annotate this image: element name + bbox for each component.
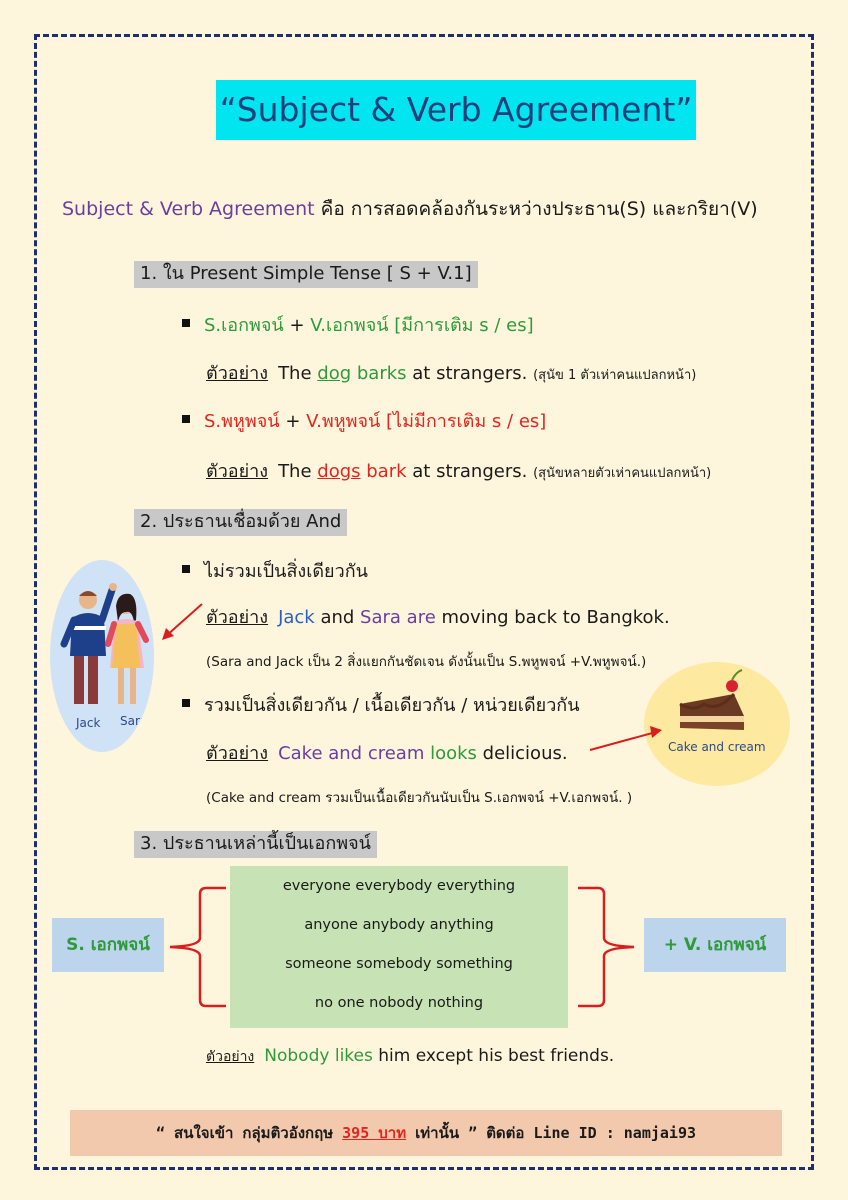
example-subject: Nobody (264, 1046, 330, 1066)
section-3-heading: 3. ประธานเหล่านี้เป็นเอกพจน์ (134, 828, 377, 858)
example-rest: delicious. (476, 743, 568, 764)
people-icon (60, 583, 149, 704)
example-verb: likes (329, 1046, 373, 1066)
arrow-icon (589, 726, 662, 751)
jack-sara-illustration: Jack Sara (50, 560, 154, 752)
definition-term: Subject & Verb Agreement (62, 198, 315, 220)
singular-subject-box: S. เอกพจน์ (52, 918, 164, 972)
pronoun-row: anyone anybody anything (304, 917, 494, 933)
example-label: ตัวอย่าง (206, 743, 269, 764)
cake-illustration: Cake and cream (644, 662, 790, 786)
section-1-example-plural: ตัวอย่าง The dogs bark at strangers. (สุน… (206, 456, 711, 485)
section-2-bullet-separate: ไม่รวมเป็นสิ่งเดียวกัน (182, 556, 368, 585)
section-2-example-separate: ตัวอย่าง Jack and Sara are moving back to… (206, 602, 670, 631)
promo-post: เท่านั้น ” ติดต่อ Line ID : namjai93 (406, 1124, 697, 1142)
example-note: (สุนัขหลายตัวเห่าคนแปลกหน้า) (533, 466, 712, 481)
example-rest: at strangers. (406, 461, 534, 482)
example-rest: at strangers. (406, 363, 534, 384)
pronoun-row: someone somebody something (285, 956, 513, 972)
bullet-text: รวมเป็นสิ่งเดียวกัน / เนื้อเดียวกัน / หน… (204, 695, 580, 716)
example-rest: him except his best friends. (372, 1046, 615, 1066)
arrow-icon (162, 603, 203, 640)
section-1-heading: 1. ใน Present Simple Tense [ S + V.1] (134, 258, 478, 288)
square-bullet-icon (182, 319, 190, 327)
singular-verb: V.เอกพจน์ [มีการเติม s / es] (310, 315, 534, 336)
example-label: ตัวอย่าง (206, 461, 269, 482)
cake-caption: Cake and cream (668, 740, 766, 754)
section-2-heading: 2. ประธานเชื่อมด้วย And (134, 506, 348, 536)
section-2-note-combined: (Cake and cream รวมเป็นเนื้อเดียวกันนับเ… (206, 790, 633, 806)
example-article: The (278, 363, 318, 384)
example-note: (สุนัข 1 ตัวเห่าคนแปลกหน้า) (533, 368, 697, 383)
section-2-example-combined: ตัวอย่าง Cake and cream looks delicious. (206, 738, 568, 767)
square-bullet-icon (182, 415, 190, 423)
singular-verb-box: + V. เอกพจน์ (644, 918, 786, 972)
pronoun-row: no one nobody nothing (314, 995, 484, 1011)
example-verb: bark (360, 461, 407, 482)
indefinite-pronoun-box: everyone everybody everything anyone any… (230, 866, 568, 1028)
plural-verb: V.พหูพจน์ [ไม่มีการเติม s / es] (306, 411, 547, 432)
plus-sign: + (283, 315, 311, 336)
right-bracket-icon (578, 886, 635, 1008)
example-label: ตัวอย่าง (206, 607, 269, 628)
example-and: and (314, 607, 361, 628)
square-bullet-icon (182, 699, 190, 707)
square-bullet-icon (182, 565, 190, 573)
example-subject: dog (317, 363, 352, 384)
left-bracket-icon (169, 886, 226, 1008)
example-verb: barks (351, 363, 407, 384)
section-2-heading-text: 2. ประธานเชื่อมด้วย And (134, 509, 348, 536)
definition-text: คือ การสอดคล้องกันระหว่างประธาน(S) และกร… (314, 198, 758, 220)
example-rest: moving back to Bangkok. (435, 607, 670, 628)
example-label: ตัวอย่าง (206, 1049, 255, 1065)
section-2-note-separate: (Sara and Jack เป็น 2 สิ่งแยกกันชัดเจน ด… (206, 654, 647, 670)
singular-subject: S.เอกพจน์ (204, 315, 284, 336)
cake-icon (679, 669, 744, 730)
promo-footer: “ สนใจเข้า กลุ่มติวอังกฤษ 395 บาท เท่านั… (70, 1110, 782, 1156)
bullet-text: ไม่รวมเป็นสิ่งเดียวกัน (204, 561, 368, 582)
section-3-example: ตัวอย่าง Nobody likes him except his best… (206, 1046, 614, 1068)
section-1-heading-text: 1. ใน Present Simple Tense [ S + V.1] (134, 261, 478, 288)
example-subject-jack: Jack (278, 607, 315, 628)
example-subject-sara: Sara (360, 607, 401, 628)
example-article: The (278, 461, 318, 482)
section-2-bullet-combined: รวมเป็นสิ่งเดียวกัน / เนื้อเดียวกัน / หน… (182, 690, 580, 719)
pronoun-row: everyone everybody everything (282, 878, 516, 894)
section-1-bullet-plural: S.พหูพจน์ + V.พหูพจน์ [ไม่มีการเติม s / … (182, 406, 546, 435)
example-label: ตัวอย่าง (206, 363, 269, 384)
section-3-heading-text: 3. ประธานเหล่านี้เป็นเอกพจน์ (134, 831, 377, 858)
sara-caption: Sara (120, 714, 148, 728)
example-subject: Cake and cream (278, 743, 425, 764)
section-1-example-singular: ตัวอย่าง The dog barks at strangers. (สุน… (206, 358, 696, 387)
dashed-page-border (34, 34, 814, 1170)
page-title: “Subject & Verb Agreement” (216, 80, 696, 140)
section-1-bullet-singular: S.เอกพจน์ + V.เอกพจน์ [มีการเติม s / es] (182, 310, 534, 339)
plural-subject: S.พหูพจน์ (204, 411, 280, 432)
example-verb: looks (424, 743, 477, 764)
example-verb: are (400, 607, 436, 628)
plus-sign: + (279, 411, 307, 432)
jack-caption: Jack (76, 716, 101, 730)
definition-line: Subject & Verb Agreement คือ การสอดคล้อง… (62, 194, 758, 224)
promo-price: 395 บาท (342, 1124, 407, 1142)
example-subject: dogs (317, 461, 361, 482)
promo-pre: “ สนใจเข้า กลุ่มติวอังกฤษ (155, 1124, 343, 1142)
